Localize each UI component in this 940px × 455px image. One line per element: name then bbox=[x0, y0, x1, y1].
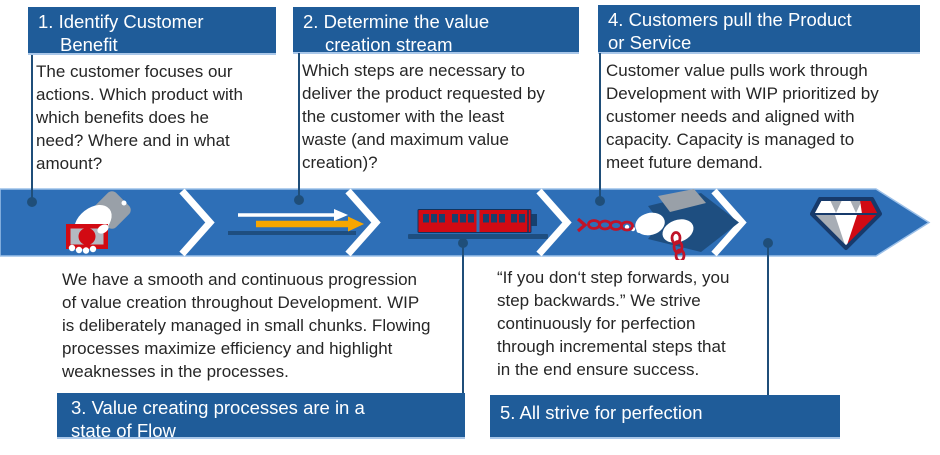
connector-line-1 bbox=[31, 55, 33, 203]
connector-dot-4 bbox=[595, 196, 605, 206]
connector-dot-1 bbox=[27, 197, 37, 207]
principle-3-title-box: 3. Value creating processes are in a sta… bbox=[57, 393, 465, 441]
connector-line-5 bbox=[767, 243, 769, 395]
connector-dot-2 bbox=[294, 195, 304, 205]
chevron-separator-icon bbox=[345, 188, 381, 257]
connector-line-4 bbox=[599, 53, 601, 202]
principle-4-description: Customer value pulls work through Develo… bbox=[606, 61, 879, 172]
diamond-icon bbox=[810, 197, 882, 250]
principle-3-description: We have a smooth and continuous progress… bbox=[62, 270, 431, 381]
principle-5-description: “If you don‘t step forwards, you step ba… bbox=[497, 268, 730, 379]
connector-line-2 bbox=[298, 53, 300, 201]
principle-5-title-box: 5. All strive for perfection bbox=[490, 395, 840, 439]
principle-2-description: Which steps are necessary to deliver the… bbox=[302, 61, 545, 172]
hand-pulling-chain-icon bbox=[576, 189, 739, 260]
value-stream-band bbox=[0, 188, 931, 260]
principle-2-title-box: 2. Determine the value creation stream bbox=[293, 7, 579, 55]
principle-1-title-box: 1. Identify Customer Benefit bbox=[28, 7, 276, 55]
hand-with-money-icon bbox=[66, 191, 131, 254]
train-icon bbox=[408, 209, 548, 239]
principle-4-title-box: 4. Customers pull the Product or Service bbox=[598, 5, 920, 54]
chevron-separator-icon bbox=[711, 188, 747, 257]
chevron-separator-icon bbox=[536, 188, 572, 257]
connector-line-3 bbox=[462, 242, 464, 393]
flow-arrows-icon bbox=[228, 209, 364, 235]
chevron-separator-icon bbox=[179, 188, 215, 257]
principle-1-description: The customer focuses our actions. Which … bbox=[36, 62, 243, 173]
